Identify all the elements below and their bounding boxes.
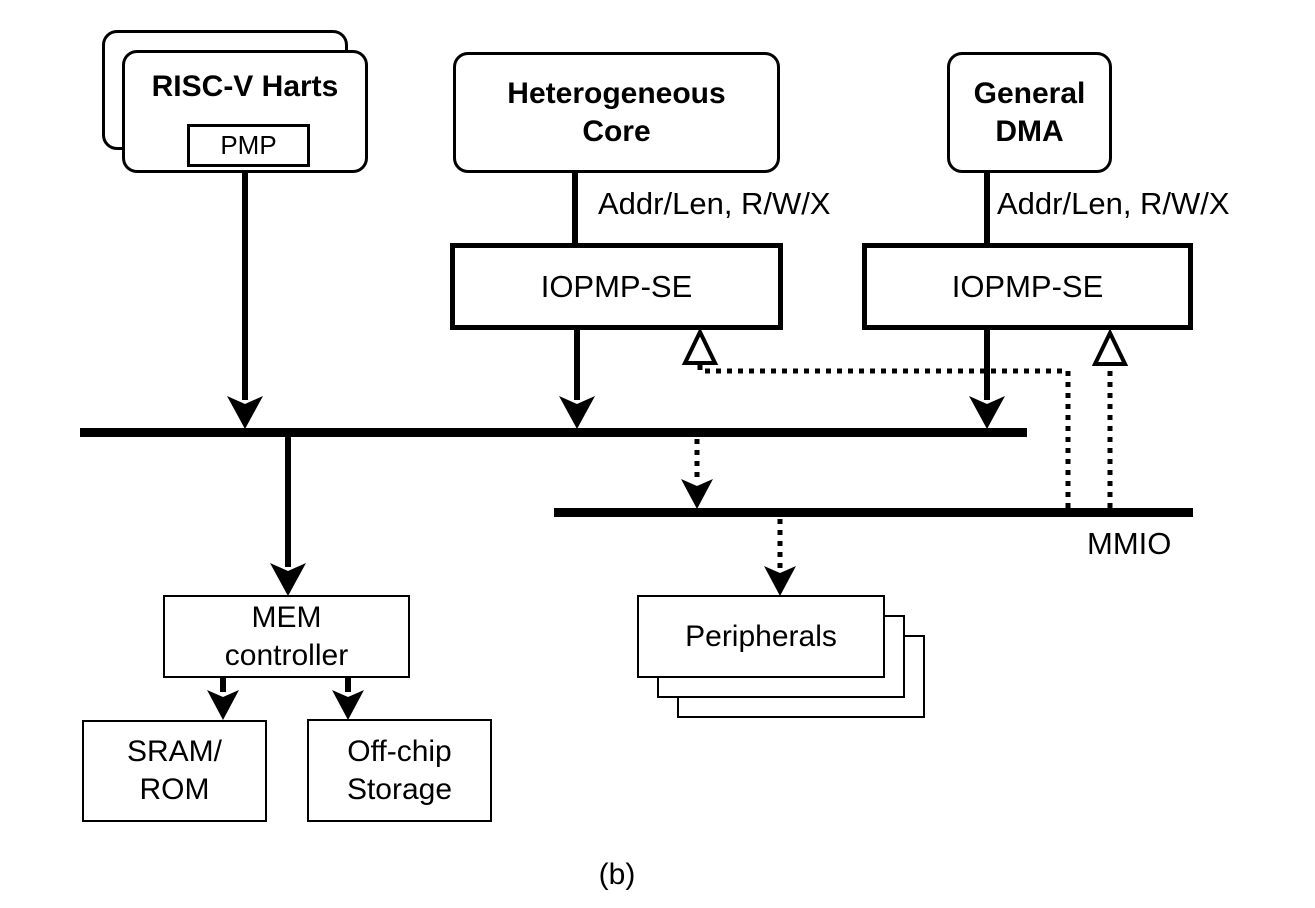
sram-rom-line2: ROM xyxy=(139,773,210,806)
mem-controller-line2: controller xyxy=(224,638,349,672)
dotted-arrow-mmio-to-peripherals xyxy=(764,519,796,596)
sram-rom-box: SRAM/ ROM xyxy=(82,720,267,822)
arrow-bus-to-mem xyxy=(270,435,306,596)
mmio-label: MMIO xyxy=(1087,526,1172,561)
iopmp-se-right-label: IOPMP-SE xyxy=(951,268,1104,304)
pmp-label: PMP xyxy=(220,130,277,161)
heterogeneous-core-box: Heterogeneous Core xyxy=(453,52,780,173)
pmp-box: PMP xyxy=(187,124,310,167)
general-dma-line1: General xyxy=(973,76,1086,110)
riscv-harts-label: RISC-V Harts xyxy=(151,70,339,103)
arrow-iopmp-right-to-bus xyxy=(969,329,1005,429)
offchip-storage-line2: Storage xyxy=(346,772,453,806)
dotted-arrow-bus-to-mmio xyxy=(681,439,713,509)
general-dma-line2: DMA xyxy=(995,114,1064,148)
riscv-harts-box: RISC-V Harts PMP xyxy=(122,50,368,173)
dotted-config-path-right-iopmp xyxy=(1091,328,1129,508)
arrow-harts-to-bus xyxy=(227,172,263,429)
heterogeneous-core-line2: Core xyxy=(582,114,651,148)
iopmp-se-left-label: IOPMP-SE xyxy=(540,268,693,304)
peripherals-box: Peripherals xyxy=(637,595,885,678)
figure-caption: (b) xyxy=(598,858,636,891)
dotted-config-path-left-iopmp xyxy=(681,327,1071,508)
heterogeneous-core-line1: Heterogeneous xyxy=(507,76,726,110)
addr-len-label-left: Addr/Len, R/W/X xyxy=(598,186,831,221)
mem-controller-box: MEM controller xyxy=(163,595,410,678)
offchip-storage-line1: Off-chip xyxy=(347,734,452,768)
mem-controller-line1: MEM xyxy=(251,600,322,634)
peripherals-label: Peripherals xyxy=(685,619,837,653)
main-bus xyxy=(80,428,1027,437)
arrow-iopmp-left-to-bus xyxy=(559,329,595,429)
arrow-mem-to-sram xyxy=(207,677,239,720)
sram-rom-line1: SRAM/ xyxy=(126,735,222,769)
iopmp-se-right-box: IOPMP-SE xyxy=(862,243,1193,330)
addr-len-label-right: Addr/Len, R/W/X xyxy=(997,186,1230,221)
arrow-mem-to-offchip xyxy=(332,677,364,720)
general-dma-box: General DMA xyxy=(947,52,1112,173)
mmio-bus xyxy=(554,508,1193,517)
offchip-storage-box: Off-chip Storage xyxy=(307,719,492,822)
iopmp-se-left-box: IOPMP-SE xyxy=(450,243,783,330)
